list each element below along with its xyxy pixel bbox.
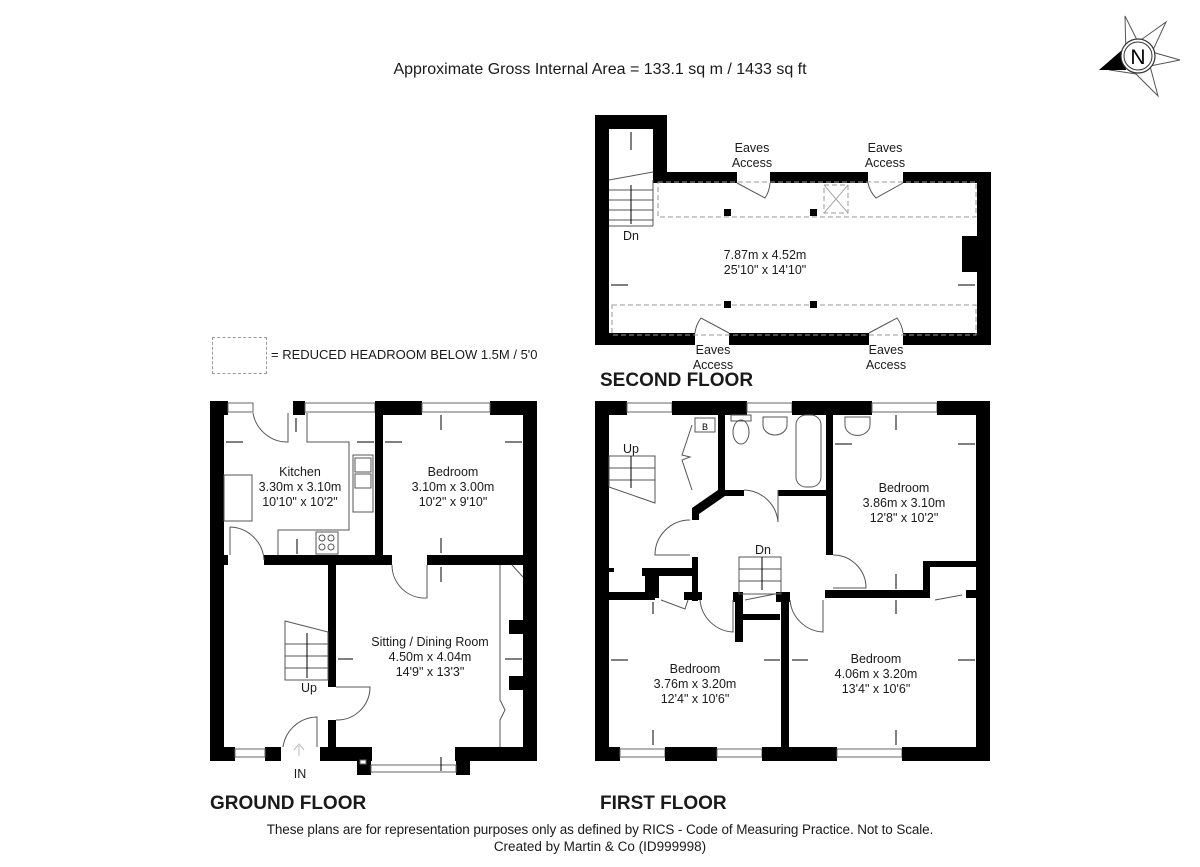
ff-bedroom-3-name: Bedroom bbox=[851, 652, 902, 666]
eaves-access-label: Access bbox=[693, 358, 733, 372]
entrance-label: IN bbox=[294, 767, 307, 781]
eaves-access-label: Access bbox=[732, 156, 772, 170]
eaves-access-label: Eaves bbox=[696, 343, 731, 357]
eaves-access-label: Access bbox=[866, 358, 906, 372]
second-floor-plan: Dn 7.87m x 4.52m 25'10" x 14'10" Eaves A… bbox=[595, 115, 991, 372]
compass-north-label: N bbox=[1130, 46, 1145, 69]
ff-bedroom-2-dim-ft: 12'4" x 10'6" bbox=[661, 692, 730, 706]
compass-icon: N bbox=[1099, 15, 1181, 98]
gf-stairs-label: Up bbox=[301, 681, 317, 695]
second-floor-stairs-label: Dn bbox=[623, 229, 639, 243]
first-floor-plan: B bbox=[595, 401, 990, 761]
ground-floor-plan: Kitchen 3.30m x 3.10m 10'10" x 10'2" Bed… bbox=[210, 401, 537, 781]
disclaimer-text: These plans are for representation purpo… bbox=[266, 822, 934, 837]
ff-bedroom-1-dim-m: 3.86m x 3.10m bbox=[863, 496, 946, 510]
eaves-access-label: Access bbox=[865, 156, 905, 170]
ff-bedroom-2-name: Bedroom bbox=[670, 662, 721, 676]
sitting-room-dim-ft: 14'9" x 13'3" bbox=[396, 665, 465, 679]
second-floor-room-dim-ft: 25'10" x 14'10" bbox=[724, 263, 806, 277]
reduced-headroom-legend-swatch bbox=[212, 337, 267, 374]
ff-bedroom-3-dim-ft: 13'4" x 10'6" bbox=[842, 682, 911, 696]
second-floor-room-dim-m: 7.87m x 4.52m bbox=[724, 248, 807, 262]
kitchen-dim-ft: 10'10" x 10'2" bbox=[262, 495, 338, 509]
ff-bedroom-3-dim-m: 4.06m x 3.20m bbox=[835, 667, 918, 681]
ff-bedroom-1-dim-ft: 12'8" x 10'2" bbox=[870, 511, 939, 525]
second-floor-title: SECOND FLOOR bbox=[600, 370, 754, 391]
sitting-room-dim-m: 4.50m x 4.04m bbox=[389, 650, 472, 664]
ff-stairs-up-label: Up bbox=[623, 442, 639, 456]
gf-bedroom-dim-ft: 10'2" x 9'10" bbox=[419, 495, 488, 509]
eaves-access-label: Eaves bbox=[869, 343, 904, 357]
gross-internal-area: Approximate Gross Internal Area = 133.1 … bbox=[393, 61, 807, 78]
boiler-label: B bbox=[702, 422, 708, 432]
first-floor-title: FIRST FLOOR bbox=[600, 793, 727, 814]
kitchen-dim-m: 3.30m x 3.10m bbox=[259, 480, 342, 494]
eaves-access-label: Eaves bbox=[868, 141, 903, 155]
ground-floor-title: GROUND FLOOR bbox=[210, 793, 367, 814]
ff-stairs-down-label: Dn bbox=[755, 543, 771, 557]
kitchen-name: Kitchen bbox=[279, 465, 321, 479]
reduced-headroom-legend-text: = REDUCED HEADROOM BELOW 1.5M / 5'0 bbox=[271, 347, 538, 362]
gf-bedroom-dim-m: 3.10m x 3.00m bbox=[412, 480, 495, 494]
eaves-access-label: Eaves bbox=[735, 141, 770, 155]
sitting-room-name: Sitting / Dining Room bbox=[371, 635, 488, 649]
ff-bedroom-2-dim-m: 3.76m x 3.20m bbox=[654, 677, 737, 691]
gf-bedroom-name: Bedroom bbox=[428, 465, 479, 479]
credit-text: Created by Martin & Co (ID999998) bbox=[493, 839, 707, 854]
ff-bedroom-1-name: Bedroom bbox=[879, 481, 930, 495]
